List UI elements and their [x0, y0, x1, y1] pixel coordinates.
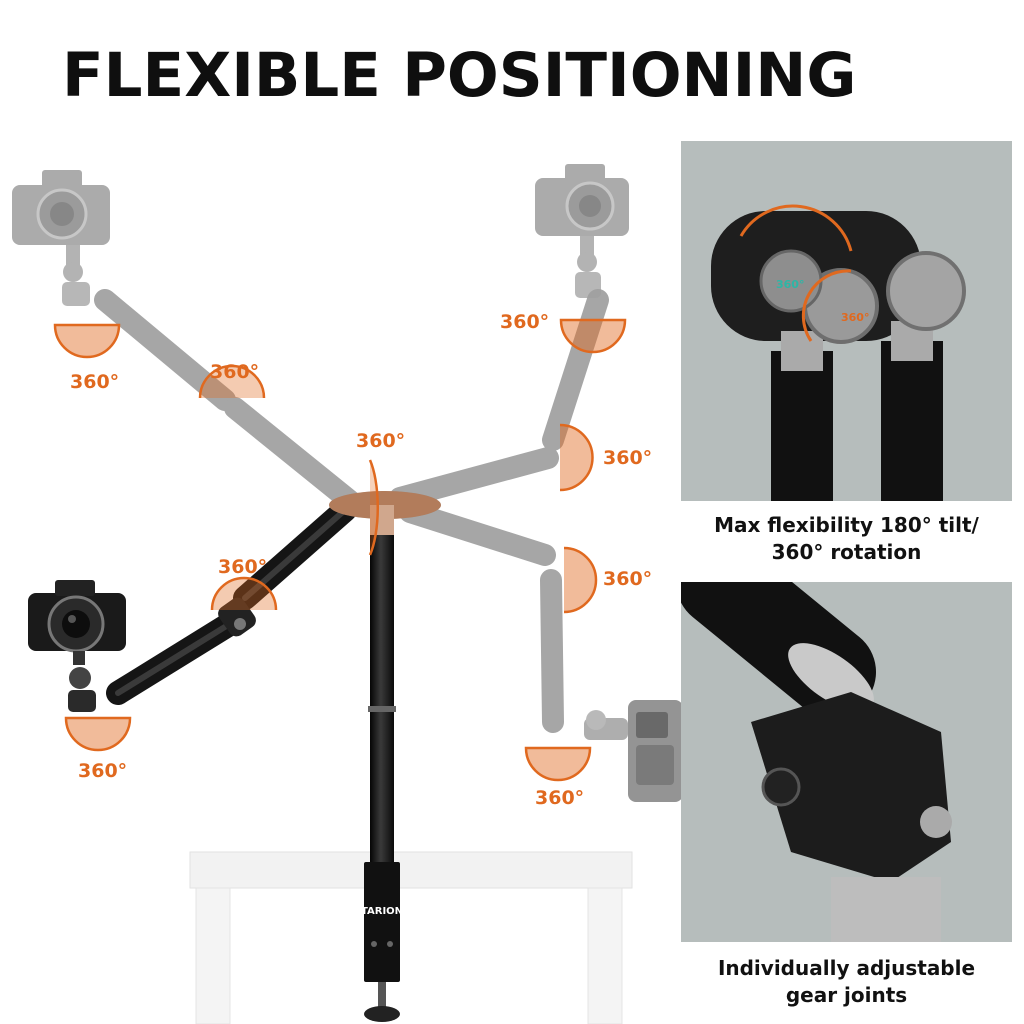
feature-image-gear-joints — [681, 582, 1012, 942]
rotation-arrow-icon — [64, 716, 132, 752]
ghost-arm-upper-left — [94, 289, 366, 516]
page-title: FLEXIBLE POSITIONING — [62, 40, 857, 111]
feature-caption-gear: Individually adjustable gear joints — [681, 955, 1012, 1009]
rotation-label: 360° — [776, 278, 804, 291]
camera-icon — [12, 170, 110, 306]
caption-line: Max flexibility 180° tilt/ — [714, 513, 979, 537]
rotation-arrow-icon — [559, 318, 627, 354]
rotation-indicators — [53, 318, 627, 782]
camera-icon — [28, 580, 126, 712]
feature-image-tilt-rotation: 360° 360° — [681, 141, 1012, 501]
rotation-arrow-icon — [53, 323, 121, 359]
caption-line: 360° rotation — [771, 540, 922, 564]
rotation-label: 360° — [603, 568, 652, 590]
ghost-arm-lower-right — [399, 501, 564, 733]
rotation-arrow-icon — [524, 746, 592, 782]
rotation-label: 360° — [78, 760, 127, 782]
table — [189, 851, 633, 1024]
rotation-arrow-icon — [563, 546, 598, 614]
ghost-arm-upper-right — [389, 289, 609, 509]
rotation-label: 360° — [841, 311, 869, 324]
stand-pole: TARION — [361, 520, 403, 1022]
camera-icon — [535, 164, 629, 298]
rotation-label: 360° — [70, 371, 119, 393]
rotation-labels: 360° 360° 360° 360° 360° 360° 360° 360° … — [70, 311, 652, 809]
rotation-label: 360° — [356, 430, 405, 452]
rotation-arrow-icon — [210, 576, 278, 611]
central-joint — [329, 491, 441, 535]
brand-logo: TARION — [361, 906, 403, 917]
caption-line: gear joints — [785, 983, 908, 1007]
rotation-label: 360° — [210, 361, 259, 383]
rotation-label: 360° — [535, 787, 584, 809]
rotation-arrow-icon — [559, 423, 594, 492]
rotation-arrow-icon — [198, 364, 266, 399]
caption-line: Individually adjustable — [717, 956, 976, 980]
camera-icon — [584, 700, 683, 802]
rotation-label: 360° — [218, 556, 267, 578]
rotation-arrow-icon — [368, 459, 380, 556]
feature-caption-tilt: Max flexibility 180° tilt/ 360° rotation — [681, 512, 1012, 566]
rotation-label: 360° — [500, 311, 549, 333]
rotation-label: 360° — [603, 447, 652, 469]
